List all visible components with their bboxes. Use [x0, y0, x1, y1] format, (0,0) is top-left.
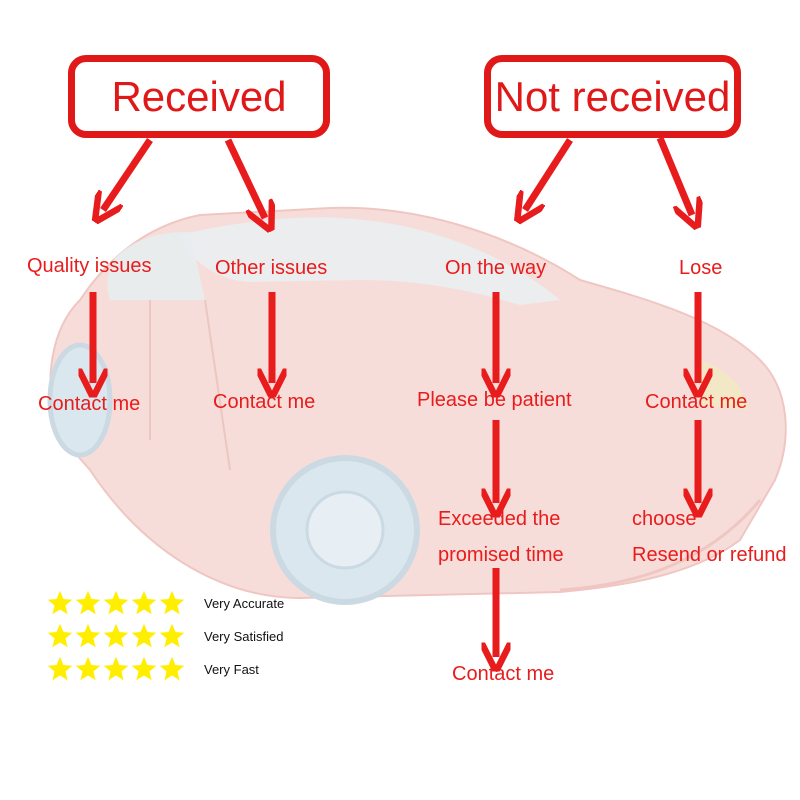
star-icon [158, 589, 186, 617]
quality-issues-label: Quality issues [27, 255, 152, 278]
star-group [46, 622, 186, 650]
star-icon [130, 655, 158, 683]
star-icon [46, 655, 74, 683]
quality-contact-label: Contact me [38, 393, 140, 416]
arrow-notreceived-to-ontheway [525, 140, 570, 210]
star-group [46, 589, 186, 617]
star-icon [158, 655, 186, 683]
star-icon [46, 622, 74, 650]
rating-label-accurate: Very Accurate [204, 596, 284, 611]
arrow-notreceived-to-lose [660, 138, 692, 215]
lose-contact-label: Contact me [645, 391, 747, 414]
exceeded-label-line2: promised time [438, 544, 564, 567]
star-icon [130, 589, 158, 617]
star-icon [74, 655, 102, 683]
exceeded-label-line1: Exceeded the [438, 508, 560, 531]
on-the-way-label: On the way [445, 257, 546, 280]
ontheway-contact-label: Contact me [452, 663, 554, 686]
star-icon [74, 622, 102, 650]
star-icon [102, 589, 130, 617]
star-icon [102, 622, 130, 650]
arrow-received-to-quality [103, 140, 150, 210]
lose-label: Lose [679, 257, 722, 280]
star-icon [158, 622, 186, 650]
rating-label-satisfied: Very Satisfied [204, 629, 284, 644]
other-issues-label: Other issues [215, 257, 327, 280]
star-icon [130, 622, 158, 650]
choose-label: choose [632, 508, 697, 531]
star-icon [46, 589, 74, 617]
resend-or-refund-label: Resend or refund [632, 544, 787, 567]
star-icon [102, 655, 130, 683]
rating-satisfied: Very Satisfied [46, 621, 186, 651]
rating-accurate: Very Accurate [46, 588, 186, 618]
star-icon [74, 589, 102, 617]
please-be-patient-label: Please be patient [417, 389, 572, 412]
other-contact-label: Contact me [213, 391, 315, 414]
arrow-received-to-other [228, 140, 265, 218]
star-group [46, 655, 186, 683]
rating-fast: Very Fast [46, 654, 186, 684]
rating-label-fast: Very Fast [204, 662, 259, 677]
